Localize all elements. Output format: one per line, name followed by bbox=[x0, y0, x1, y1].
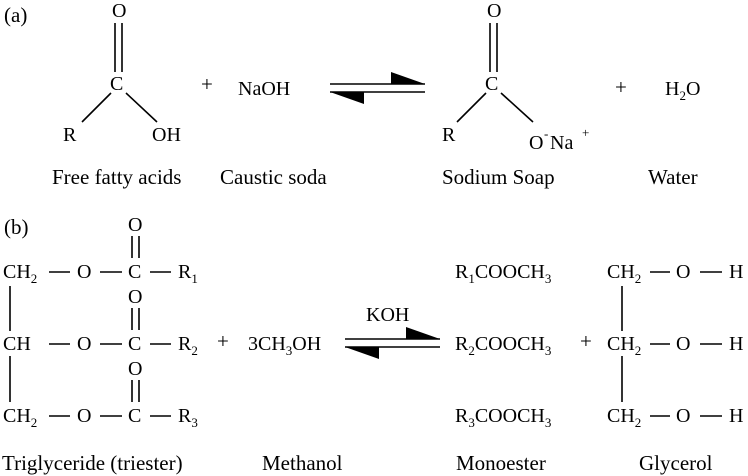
trig-row2-r: R2 bbox=[178, 333, 198, 358]
water-formula: H2O bbox=[665, 78, 700, 103]
free-fatty-acids-label: Free fatty acids bbox=[52, 165, 181, 189]
trig-row3-carbon: C bbox=[128, 405, 141, 427]
trig-row2-carbon: C bbox=[128, 333, 141, 355]
trig-row2-ch: CH bbox=[3, 333, 31, 355]
forward-arrow-head-b bbox=[406, 327, 440, 339]
koh-catalyst: KOH bbox=[366, 304, 409, 326]
panel-b-plus-2: + bbox=[580, 329, 592, 353]
trig-row2-carbonyl-o: O bbox=[128, 286, 142, 308]
reverse-arrow-head-b bbox=[345, 347, 379, 359]
triglyceride-label: Triglyceride (triester) bbox=[2, 451, 183, 475]
naoh-formula: NaOH bbox=[238, 78, 290, 100]
panel-a-label: (a) bbox=[4, 3, 27, 27]
methanol-label: Methanol bbox=[262, 451, 343, 475]
panel-b-plus-1: + bbox=[217, 329, 229, 353]
equilibrium-arrow-b bbox=[345, 327, 440, 359]
sodium-soap-structure: O C R O - Na + bbox=[442, 0, 589, 154]
glycerol-row1-ch2: CH2 bbox=[607, 261, 641, 286]
soap-o-bond bbox=[500, 92, 534, 123]
equilibrium-arrow-a bbox=[330, 72, 425, 104]
glycerol-row2-ch2: CH2 bbox=[607, 333, 641, 358]
monoester-row-2: R2COOCH3 bbox=[455, 333, 551, 358]
panel-a-plus-2: + bbox=[615, 75, 627, 99]
soap-positive-charge: + bbox=[582, 125, 589, 140]
panel-a: (a) O C R OH Free fatty acids + NaOH Cau… bbox=[4, 0, 700, 189]
monoester-label: Monoester bbox=[456, 451, 546, 475]
glycerol-row2-hydrogen: H bbox=[729, 333, 743, 355]
methanol-formula: 3CH3OH bbox=[248, 333, 321, 358]
reverse-arrow-head bbox=[330, 92, 364, 104]
trig-row1-ch2: CH2 bbox=[3, 261, 37, 286]
trig-row1-oxygen: O bbox=[77, 261, 91, 283]
trig-row1-r: R1 bbox=[178, 261, 198, 286]
triglyceride-row-2: CH O O C R2 bbox=[3, 286, 198, 358]
free-fatty-acid-structure: O C R OH bbox=[63, 0, 181, 146]
trig-row3-r: R3 bbox=[178, 405, 198, 430]
forward-arrow-head bbox=[391, 72, 425, 84]
fatty-acid-r-group: R bbox=[63, 124, 77, 146]
monoester-row-1: R1COOCH3 bbox=[455, 261, 551, 286]
water-h: H bbox=[665, 78, 679, 100]
glycerol-row1-hydrogen: H bbox=[729, 261, 743, 283]
fatty-acid-carbonyl-oxygen: O bbox=[112, 0, 126, 22]
glycerol-row3-oxygen: O bbox=[676, 405, 690, 427]
glycerol-structure: CH2 O H CH2 O H CH2 O H bbox=[607, 261, 743, 430]
trig-row2-oxygen: O bbox=[77, 333, 91, 355]
trig-row1-carbonyl-o: O bbox=[128, 214, 142, 236]
soap-r-group: R bbox=[442, 124, 456, 146]
trig-row1-carbon: C bbox=[128, 261, 141, 283]
sodium-soap-label: Sodium Soap bbox=[442, 165, 555, 189]
fatty-acid-carbon: C bbox=[110, 73, 123, 95]
fatty-acid-hydroxyl: OH bbox=[152, 124, 181, 146]
trig-row3-oxygen: O bbox=[77, 405, 91, 427]
water-label: Water bbox=[648, 165, 698, 189]
soap-oxygen: O bbox=[529, 132, 543, 154]
soap-carbonyl-oxygen: O bbox=[487, 0, 501, 22]
soap-negative-charge: - bbox=[544, 126, 548, 141]
trig-row3-carbonyl-o: O bbox=[128, 358, 142, 380]
panel-a-plus-1: + bbox=[201, 72, 213, 96]
soap-carbon: C bbox=[485, 73, 498, 95]
water-o: O bbox=[686, 78, 700, 100]
triglyceride-row-3: CH2 O O C R3 bbox=[3, 358, 198, 430]
trig-row3-ch2: CH2 bbox=[3, 405, 37, 430]
water-subscript: 2 bbox=[679, 88, 686, 103]
glycerol-label: Glycerol bbox=[639, 451, 713, 475]
glycerol-row3-hydrogen: H bbox=[729, 405, 743, 427]
soap-r-bond bbox=[456, 92, 487, 123]
panel-b-label: (b) bbox=[4, 215, 29, 239]
fatty-acid-oh-bond bbox=[125, 92, 158, 123]
triglyceride-row-1: CH2 O O C R1 bbox=[3, 214, 198, 286]
monoester-row-3: R3COOCH3 bbox=[455, 405, 551, 430]
caustic-soda-label: Caustic soda bbox=[220, 165, 327, 189]
glycerol-row3-ch2: CH2 bbox=[607, 405, 641, 430]
glycerol-row1-oxygen: O bbox=[676, 261, 690, 283]
glycerol-row2-oxygen: O bbox=[676, 333, 690, 355]
soap-sodium: Na bbox=[550, 132, 573, 154]
fatty-acid-r-bond bbox=[81, 92, 112, 123]
monoester-structures: R1COOCH3 R2COOCH3 R3COOCH3 bbox=[455, 261, 551, 430]
panel-b: (b) CH2 O O C R1 CH O O C R bbox=[2, 214, 743, 475]
